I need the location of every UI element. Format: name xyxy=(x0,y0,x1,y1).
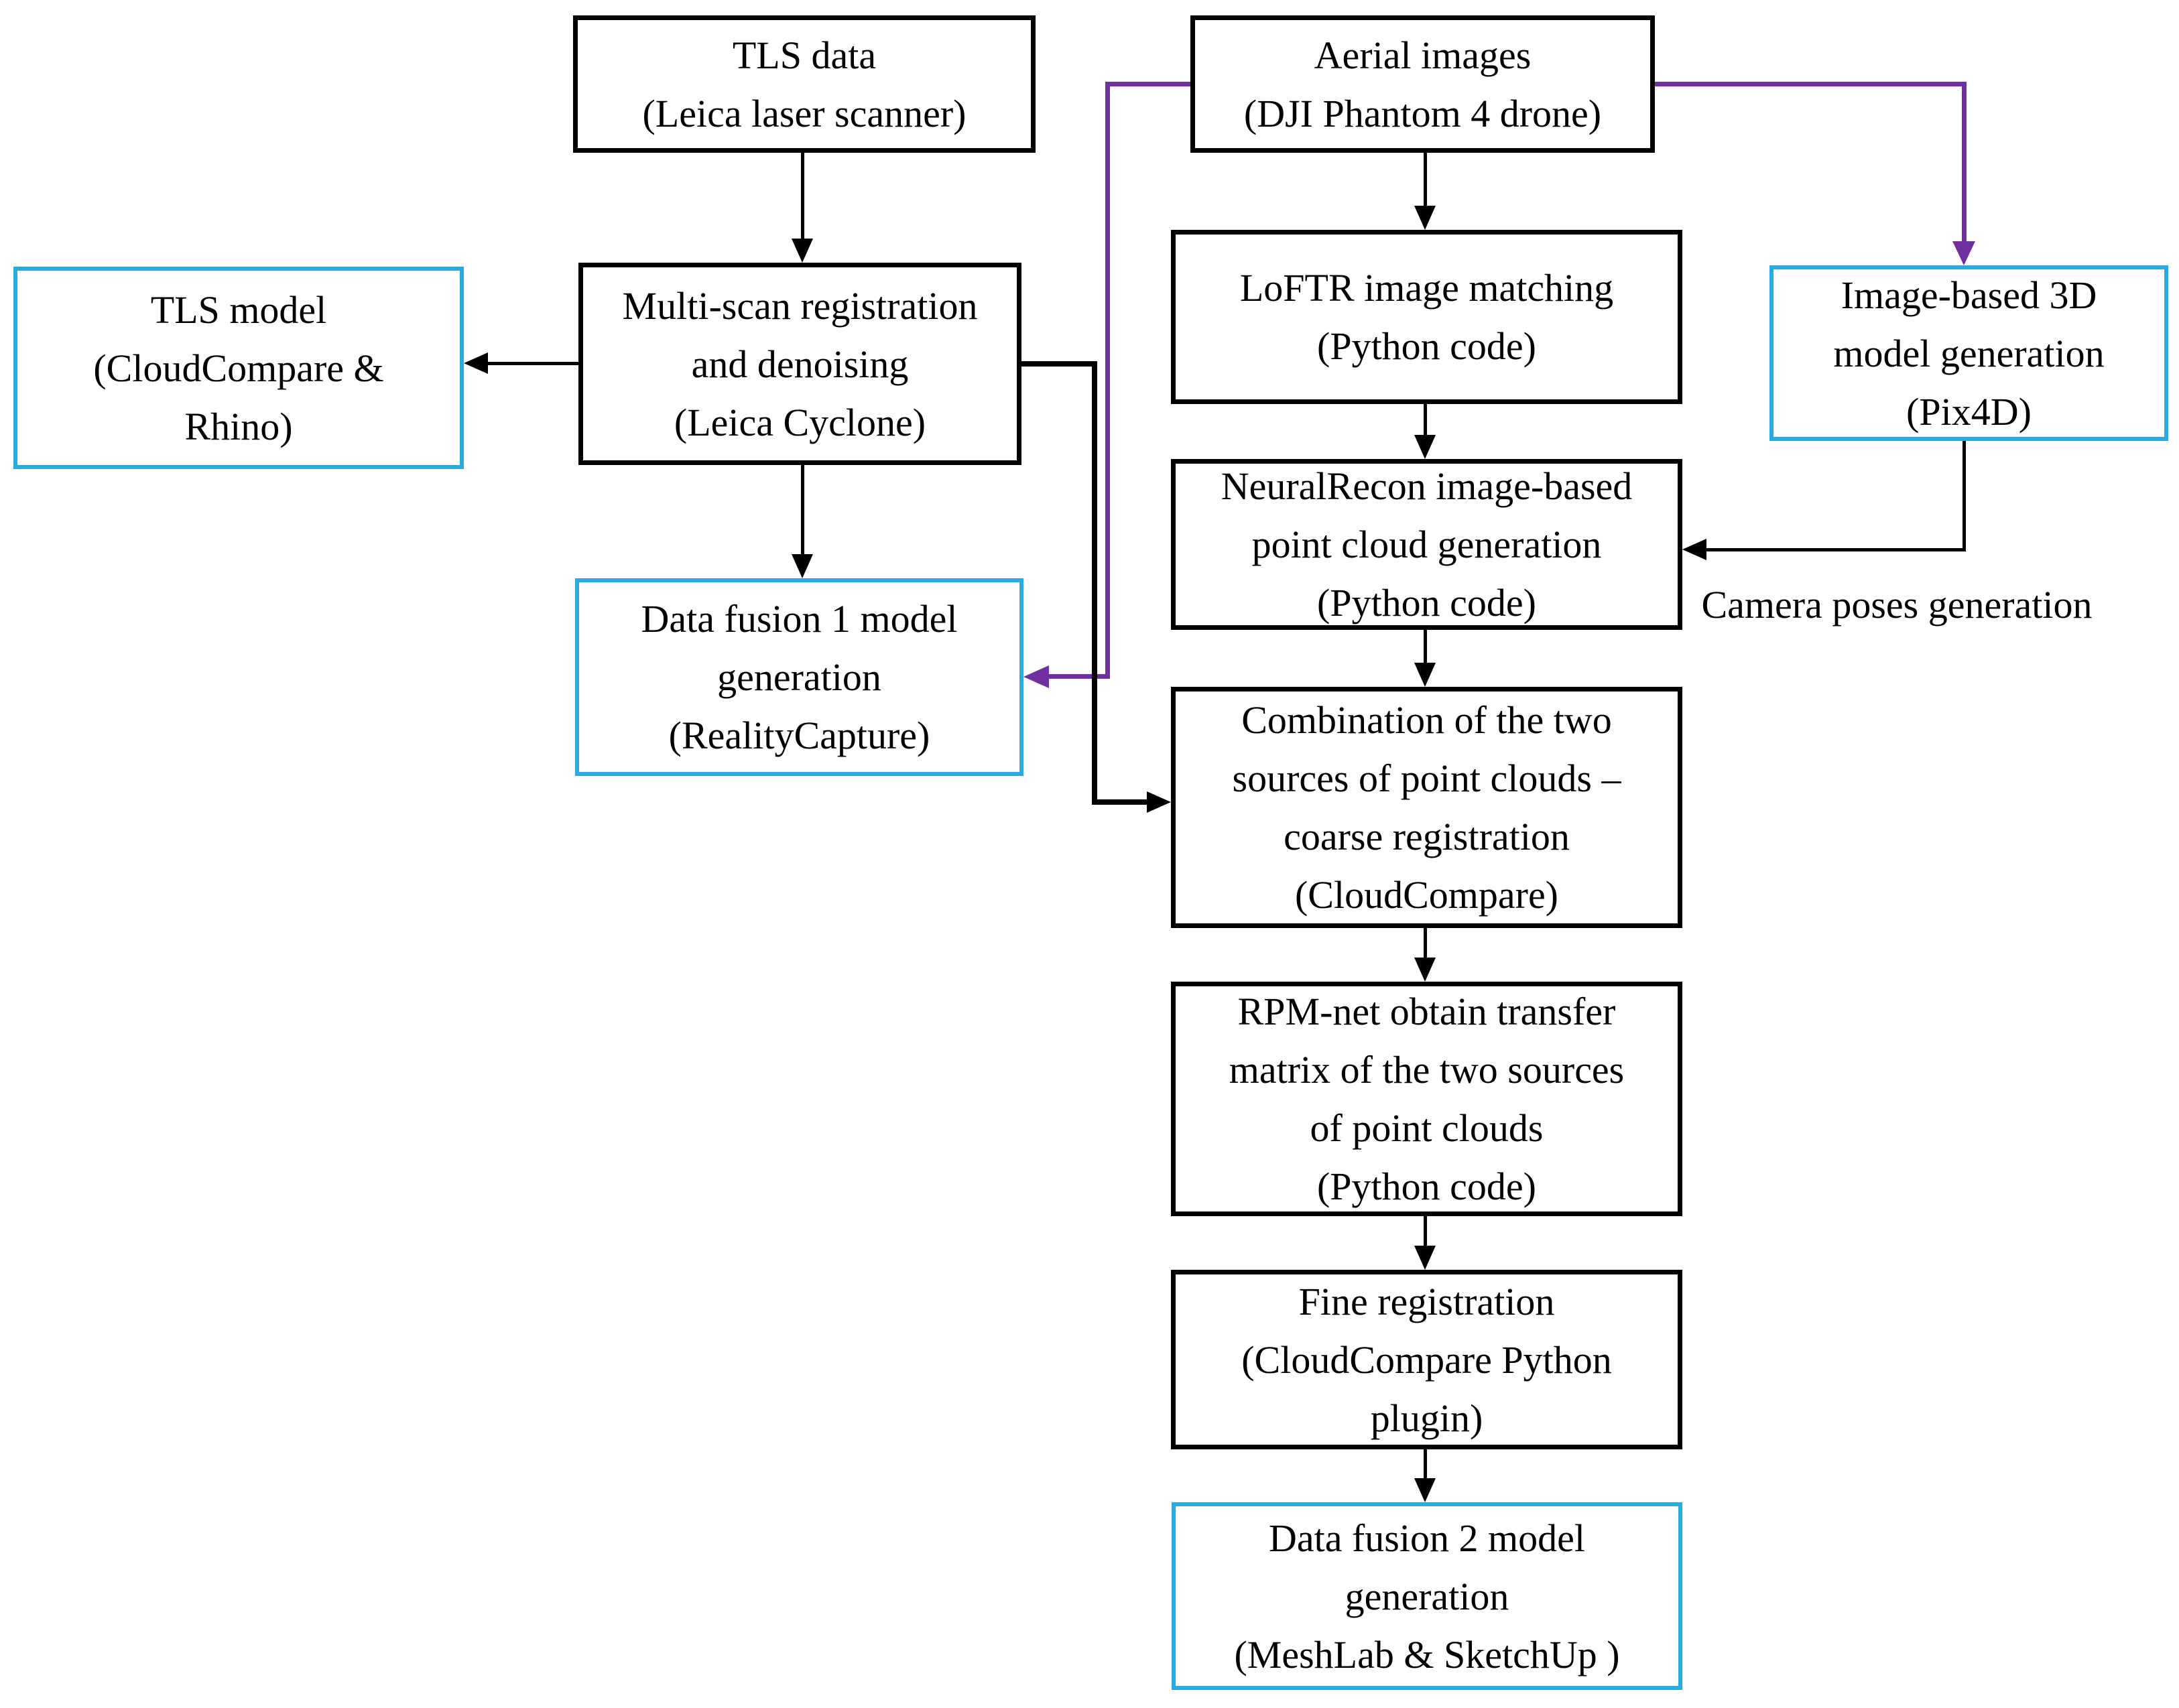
edge-neuralrecon-combination-arrowhead xyxy=(1414,663,1436,687)
node-rpm-net-transfer-matrix: RPM-net obtain transfer matrix of the tw… xyxy=(1171,982,1682,1216)
edge-pix4d-neuralrecon-vertical xyxy=(1963,441,1966,551)
node-tls-model: TLS model (CloudCompare & Rhino) xyxy=(13,267,464,469)
edge-fineregistration-datafusion2-arrowhead xyxy=(1414,1478,1436,1502)
edge-aerial-pix4d-horizontal xyxy=(1655,82,1967,86)
edge-loftr-neuralrecon xyxy=(1424,403,1427,435)
edge-loftr-neuralrecon-arrowhead xyxy=(1414,435,1436,459)
edge-combination-rpmnet xyxy=(1424,928,1427,958)
edge-combination-rpmnet-arrowhead xyxy=(1414,958,1436,982)
edge-aerial-datafusion1-horizontal-bottom xyxy=(1046,674,1110,679)
node-data-fusion-1: Data fusion 1 model generation (RealityC… xyxy=(575,578,1023,776)
edge-multiscan-combination-horizontal-top xyxy=(1021,361,1097,367)
edge-pix4d-neuralrecon-arrowhead xyxy=(1682,539,1706,560)
edge-rpmnet-fineregistration-arrowhead xyxy=(1414,1246,1436,1270)
edge-aerial-pix4d-vertical xyxy=(1962,82,1967,241)
node-aerial-images: Aerial images (DJI Phantom 4 drone) xyxy=(1190,15,1655,153)
node-fine-registration: Fine registration (CloudCompare Python p… xyxy=(1171,1270,1682,1449)
edge-multiscan-datafusion1 xyxy=(801,464,804,554)
edge-rpmnet-fineregistration xyxy=(1424,1216,1427,1246)
edge-multiscan-tlsmodel-arrowhead xyxy=(464,352,488,374)
edge-aerial-loftr xyxy=(1424,153,1427,206)
edge-multiscan-combination-arrowhead xyxy=(1147,791,1171,813)
edge-aerial-loftr-arrowhead xyxy=(1414,206,1436,230)
node-neuralrecon-point-cloud: NeuralRecon image-based point cloud gene… xyxy=(1171,459,1682,630)
node-data-fusion-2: Data fusion 2 model generation (MeshLab … xyxy=(1172,1502,1682,1690)
edge-multiscan-combination-horizontal-bottom xyxy=(1092,799,1147,805)
node-combination-coarse-registration: Combination of the two sources of point … xyxy=(1171,687,1682,928)
edge-aerial-datafusion1-horizontal-top xyxy=(1105,82,1190,86)
edge-multiscan-combination-vertical xyxy=(1092,361,1097,805)
edge-fineregistration-datafusion2 xyxy=(1424,1449,1427,1478)
node-loftr-image-matching: LoFTR image matching (Python code) xyxy=(1171,230,1682,404)
edge-pix4d-neuralrecon-horizontal xyxy=(1705,548,1966,551)
edge-multiscan-datafusion1-arrowhead xyxy=(792,554,813,578)
edge-neuralrecon-combination xyxy=(1424,630,1427,663)
edge-tlsdata-multiscan xyxy=(801,153,804,239)
edge-multiscan-tlsmodel xyxy=(487,362,578,365)
node-tls-data: TLS data (Leica laser scanner) xyxy=(573,15,1036,153)
node-image-based-3d-model: Image-based 3D model generation (Pix4D) xyxy=(1769,265,2168,441)
edge-label-camera-poses: Camera poses generation xyxy=(1701,583,2093,627)
edge-aerial-pix4d-arrowhead xyxy=(1952,241,1975,265)
edge-tlsdata-multiscan-arrowhead xyxy=(792,239,813,263)
edge-aerial-datafusion1-arrowhead xyxy=(1023,665,1049,688)
edge-aerial-datafusion1-vertical xyxy=(1105,82,1110,679)
node-multi-scan-registration: Multi-scan registration and denoising (L… xyxy=(578,263,1021,465)
